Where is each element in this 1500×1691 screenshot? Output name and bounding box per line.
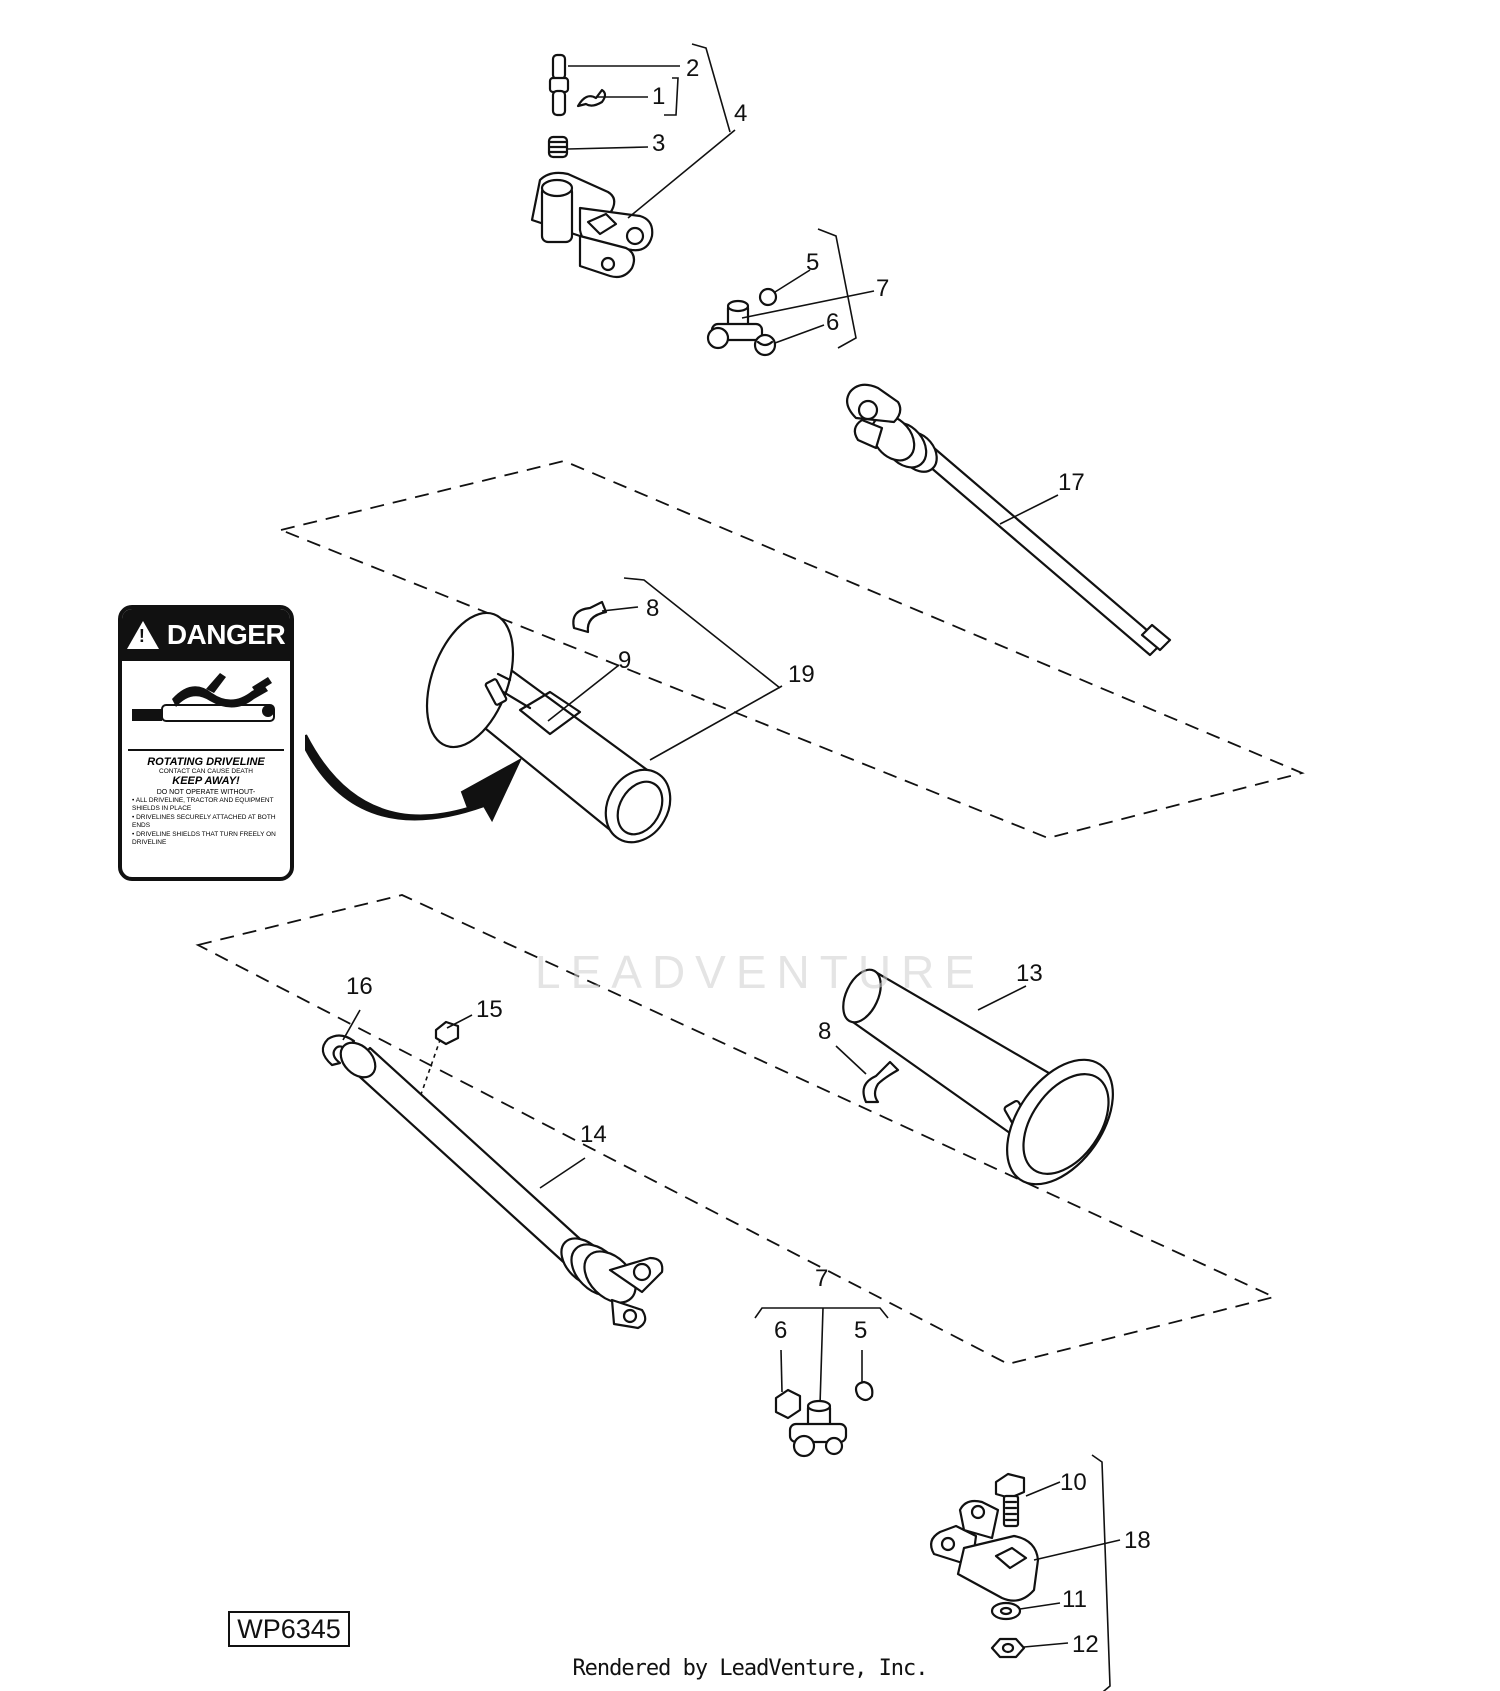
decal-line-4: DO NOT OPERATE WITHOUT- xyxy=(156,789,256,796)
render-credit: Rendered by LeadVenture, Inc. xyxy=(572,1656,928,1681)
callout-3: 3 xyxy=(652,130,665,157)
callout-10: 10 xyxy=(1060,1469,1087,1496)
part-6-bearing-lower xyxy=(774,1388,802,1420)
dashed-outline-upper xyxy=(278,460,1305,839)
part-9-decal xyxy=(518,690,582,736)
figure-id: WP6345 xyxy=(228,1611,350,1647)
callout-14: 14 xyxy=(580,1121,607,1148)
entanglement-pictogram-icon xyxy=(128,665,284,751)
callout-15: 15 xyxy=(476,996,503,1023)
callout-18: 18 xyxy=(1124,1527,1151,1554)
callout-5-lower: 5 xyxy=(854,1317,867,1344)
callout-12: 12 xyxy=(1072,1631,1099,1658)
part-1-clip xyxy=(576,88,607,108)
watermark: LEADVENTURE xyxy=(535,946,985,998)
callout-7-lower: 7 xyxy=(815,1265,828,1292)
part-18-yoke xyxy=(929,1499,1040,1602)
part-6-bearing-upper xyxy=(753,333,777,357)
arrow-decal-to-shield xyxy=(305,734,523,823)
callout-11: 11 xyxy=(1062,1586,1087,1613)
callout-8-lower: 8 xyxy=(818,1018,831,1045)
part-12-nut xyxy=(990,1637,1026,1659)
part-8-clip-upper xyxy=(572,600,608,634)
callout-7-upper: 7 xyxy=(876,275,889,302)
part-15-grease-fitting xyxy=(434,1020,460,1046)
part-19-outer-shield xyxy=(425,611,672,844)
part-4-yoke xyxy=(530,171,654,279)
part-14-outer-shaft xyxy=(339,1041,664,1330)
danger-decal: ! DANGER ROTATING DRIVELINE CONTACT CAN … xyxy=(118,605,294,881)
callout-8-upper: 8 xyxy=(646,595,659,622)
decal-line-3: KEEP AWAY! xyxy=(172,775,240,787)
part-5-snapring-upper xyxy=(758,287,778,307)
callout-2: 2 xyxy=(686,55,699,82)
part-5-snapring-lower xyxy=(854,1380,874,1402)
callout-6-lower: 6 xyxy=(774,1317,787,1344)
decal-bullet: • DRIVELINE SHIELDS THAT TURN FREELY ON … xyxy=(132,831,276,846)
callout-1: 1 xyxy=(652,83,665,110)
part-11-washer xyxy=(990,1601,1022,1621)
callout-16: 16 xyxy=(346,973,373,1000)
part-13-outer-shield xyxy=(842,968,1114,1186)
part-8-clip-lower xyxy=(862,1060,900,1104)
callout-5-upper: 5 xyxy=(806,249,819,276)
part-3-spring xyxy=(547,135,569,159)
decal-heading: DANGER xyxy=(166,619,286,650)
decal-bullet: • ALL DRIVELINE, TRACTOR AND EQUIPMENT S… xyxy=(132,797,274,812)
part-7-cross-lower xyxy=(788,1399,848,1458)
callout-6-upper: 6 xyxy=(826,309,839,336)
callout-13: 13 xyxy=(1016,960,1043,987)
part-10-bolt xyxy=(994,1472,1026,1528)
warning-icon: ! xyxy=(126,621,159,649)
callout-4: 4 xyxy=(734,100,747,127)
callout-9: 9 xyxy=(618,647,631,674)
part-7-cross-upper xyxy=(706,299,764,350)
decal-bullet: • DRIVELINES SECURELY ATTACHED AT BOTH E… xyxy=(132,814,276,829)
decal-line-2: CONTACT CAN CAUSE DEATH xyxy=(159,768,253,775)
dashed-outline-lower xyxy=(195,894,1277,1365)
part-17-inner-shaft xyxy=(845,383,1172,657)
decal-header: ! DANGER xyxy=(122,609,290,661)
callout-17: 17 xyxy=(1058,469,1085,496)
decal-line-1: ROTATING DRIVELINE xyxy=(147,756,265,768)
callout-19: 19 xyxy=(788,661,815,688)
part-2-pin xyxy=(548,53,570,117)
